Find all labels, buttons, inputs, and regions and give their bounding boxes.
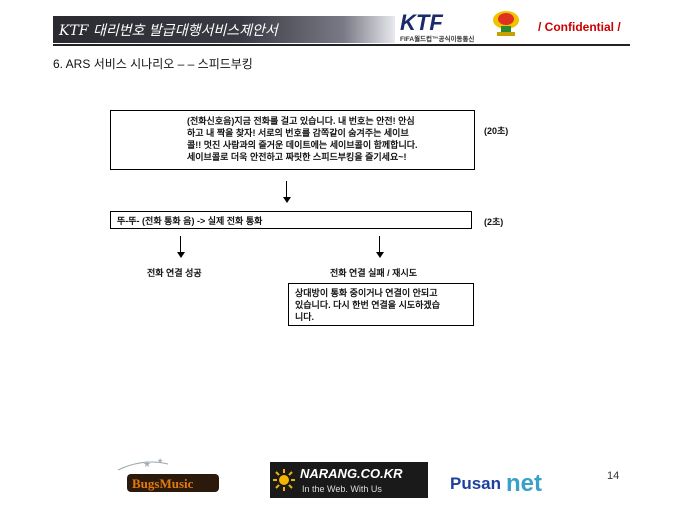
world-cup-trophy-icon <box>493 11 519 36</box>
net-text: net <box>506 470 542 497</box>
ktf-logo: KTF FIFA월드컵™공식이동통신 <box>400 10 519 43</box>
ring-tone-box: 뚜-뚜- (전화 통화 음) -> 실제 전화 통화 <box>110 211 472 229</box>
narang-logo: NARANG.CO.KR In the Web. With Us <box>270 462 428 498</box>
document-title: KTF 대리번호 발급대행서비스제안서 <box>59 23 278 39</box>
failure-message-text: 상대방이 통화 중이거나 연결이 안되고 있습니다. 다시 한번 연결을 시도하… <box>295 288 440 322</box>
section-title: 6. ARS 서비스 시나리오 – – 스피드부킹 <box>53 57 253 71</box>
pusan-text: Pusan <box>450 474 501 493</box>
intro-message-text: (전화신호음)지금 전화를 걸고 있습니다. 내 번호는 안전! 안심 하고 내… <box>187 116 418 162</box>
confidential-label: / Confidential / <box>538 20 621 34</box>
flow-arrow-intro-to-ring <box>282 181 292 203</box>
ring-duration: (2초) <box>484 217 504 227</box>
ring-tone-text: 뚜-뚜- (전화 통화 음) -> 실제 전화 통화 <box>117 216 263 226</box>
flow-arrow-to-failure <box>375 236 385 258</box>
success-label: 전화 연결 성공 <box>147 268 202 278</box>
svg-text:★: ★ <box>157 457 163 465</box>
flow-arrow-to-success <box>176 236 186 258</box>
intro-message-box: (전화신호음)지금 전화를 걸고 있습니다. 내 번호는 안전! 안심 하고 내… <box>110 110 475 170</box>
ktf-logo-text: KTF <box>400 10 443 35</box>
svg-text:★: ★ <box>143 460 151 470</box>
header-divider <box>53 44 630 46</box>
failure-label: 전화 연결 실패 / 재시도 <box>330 268 418 278</box>
bugsmusic-logo: ★ ★ BugsMusic <box>117 457 219 492</box>
sun-icon <box>273 469 295 491</box>
intro-duration: (20초) <box>484 126 509 136</box>
pusannet-logo: Pusan net <box>450 470 542 497</box>
ktf-tagline: FIFA월드컵™공식이동통신 <box>400 34 474 43</box>
narang-tagline: In the Web. With Us <box>302 484 382 494</box>
narang-text: NARANG.CO.KR <box>300 466 403 481</box>
bugsmusic-text: BugsMusic <box>132 476 194 491</box>
page-number: 14 <box>607 470 620 482</box>
failure-message-box: 상대방이 통화 중이거나 연결이 안되고 있습니다. 다시 한번 연결을 시도하… <box>288 283 474 326</box>
header-bar: KTF 대리번호 발급대행서비스제안서 <box>53 16 395 43</box>
